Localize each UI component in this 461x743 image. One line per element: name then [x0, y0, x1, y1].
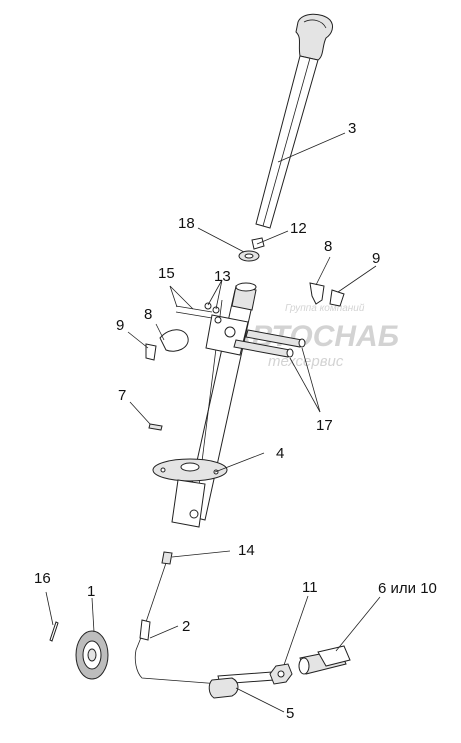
callout-9-left: 9: [116, 317, 124, 334]
lever-rod: [255, 55, 319, 229]
callout-6-or-10: 6 или 10: [378, 580, 437, 597]
clip-8-left: [159, 329, 189, 352]
spring-15: [175, 305, 213, 319]
clip-9-right: [329, 289, 345, 307]
part-support-column: [152, 282, 257, 528]
cable-line: [134, 562, 221, 685]
callout-labels: 3 18 12 15 13 8 9 8 9 7 17 4 14 16 1 11 …: [34, 120, 437, 722]
part-cable: [134, 562, 275, 685]
callout-16: 16: [34, 570, 51, 587]
part-roller: [75, 630, 109, 680]
callout-8-right: 8: [324, 238, 332, 255]
leader-lines: [45, 132, 381, 713]
callout-7: 7: [118, 387, 126, 404]
callout-1: 1: [87, 583, 95, 600]
callout-11: 11: [302, 579, 318, 596]
part-bushing: [238, 237, 265, 262]
part-nut: [269, 663, 293, 685]
callout-9-right: 9: [372, 250, 380, 267]
callout-8-left: 8: [144, 306, 152, 323]
part-fork: [298, 645, 351, 675]
washer-13b: [212, 306, 220, 314]
watermark-line1: Группа компаний: [285, 303, 365, 314]
washer-13a: [204, 302, 212, 310]
callout-2: 2: [182, 618, 190, 635]
part-small-pin: [148, 423, 163, 431]
part-end-cap: [208, 677, 239, 699]
callout-15: 15: [158, 265, 175, 282]
callout-3: 3: [348, 120, 356, 137]
pin-17b: [245, 329, 303, 348]
part-lever-handle: [255, 13, 334, 229]
part-cotter-pin: [49, 621, 59, 642]
callout-4: 4: [276, 445, 284, 462]
callout-18: 18: [178, 215, 195, 232]
callout-14: 14: [238, 542, 255, 559]
clip-8-right: [309, 282, 325, 305]
part-pins: [233, 329, 306, 358]
column-lower-sleeve: [171, 479, 206, 528]
callout-12: 12: [290, 220, 307, 237]
part-springs: [175, 302, 220, 319]
callout-5: 5: [286, 705, 294, 722]
callout-13: 13: [214, 268, 231, 285]
callout-17: 17: [316, 417, 333, 434]
cable-fitting: [139, 619, 151, 641]
pin-17a: [233, 339, 291, 358]
lever-knob: [295, 13, 334, 61]
part-cable-sleeve: [161, 551, 173, 565]
part-clips: [145, 282, 345, 361]
clip-9-left: [145, 343, 157, 361]
